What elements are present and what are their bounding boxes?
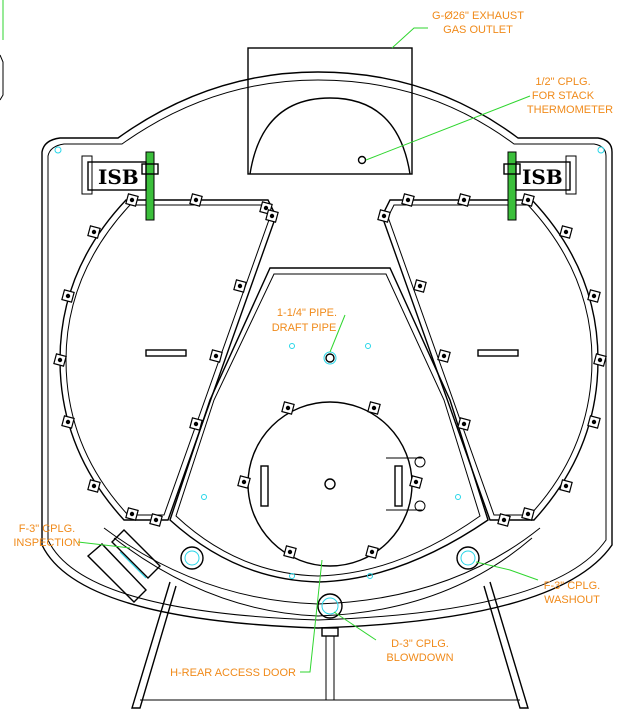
label-exhaust-2: GAS OUTLET <box>443 24 513 36</box>
bolt-hole <box>153 517 159 523</box>
bolt-hole <box>501 517 507 523</box>
bolt-hole <box>193 197 199 203</box>
bolt-hole <box>591 293 597 299</box>
exhaust-outlet <box>247 47 413 175</box>
bolt-hole <box>371 405 377 411</box>
left-flue-pass <box>59 199 277 521</box>
bolt-hole <box>461 197 467 203</box>
stud-holes <box>201 343 461 579</box>
bolt-hole <box>597 357 603 363</box>
bolt-hole <box>381 213 387 219</box>
bolt-hole <box>213 353 219 359</box>
bolt-hole <box>129 511 135 517</box>
bolt-hole <box>591 419 597 425</box>
boiler-shell <box>41 71 613 629</box>
leader-lines <box>77 27 539 673</box>
bolt-lugs <box>53 193 607 559</box>
bolt-hole <box>563 483 569 489</box>
bolt-hole <box>269 213 275 219</box>
label-thermo-2: FOR STACK <box>532 90 595 102</box>
inspection-pipe <box>86 529 161 603</box>
bolt-hole <box>413 479 419 485</box>
bolt-hole <box>65 293 71 299</box>
bolt-hole <box>241 479 247 485</box>
logo-text-right: ISB <box>522 165 563 189</box>
coupling-ports <box>180 546 480 637</box>
bolt-hole <box>57 357 63 363</box>
annotations: G-Ø26" EXHAUST GAS OUTLET 1/2" CPLG. FOR… <box>13 10 613 679</box>
bolt-hole <box>285 405 291 411</box>
bolt-hole <box>525 197 531 203</box>
label-draft-1: 1-1/4" PIPE. <box>277 307 337 319</box>
label-inspection-2: INSPECTION <box>13 537 80 549</box>
bolt-hole <box>91 483 97 489</box>
bolt-hole <box>65 419 71 425</box>
door-hinges <box>141 151 521 221</box>
bolt-hole <box>287 549 293 555</box>
right-flue-pass <box>381 199 599 521</box>
bolt-hole <box>91 229 97 235</box>
isb-logo-right: ISB <box>515 155 577 195</box>
bolt-hole <box>193 421 199 427</box>
label-blowdown-2: BLOWDOWN <box>386 652 453 664</box>
bolt-hole <box>441 353 447 359</box>
label-thermo-3: THERMOMETER <box>527 104 613 116</box>
support-stand <box>131 581 529 709</box>
partial-edge-artifact <box>0 0 4 101</box>
label-inspection-1: F-3" CPLG. <box>19 523 75 535</box>
label-thermo-1: 1/2" CPLG. <box>535 76 590 88</box>
label-washout-2: WASHOUT <box>544 594 600 606</box>
isb-logo-left: ISB <box>81 155 147 195</box>
bolt-hole <box>237 283 243 289</box>
bolt-hole <box>263 205 269 211</box>
bolt-hole <box>417 283 423 289</box>
bolt-hole <box>525 511 531 517</box>
bolt-hole <box>129 197 135 203</box>
bolt-hole <box>563 229 569 235</box>
label-exhaust-1: G-Ø26" EXHAUST <box>432 10 524 22</box>
bolt-hole <box>405 197 411 203</box>
label-blowdown-1: D-3" CPLG. <box>391 638 449 650</box>
label-washout-1: F-3" CPLG. <box>544 580 600 592</box>
bolt-hole <box>369 549 375 555</box>
bolt-hole <box>461 421 467 427</box>
label-rear-access-door: H-REAR ACCESS DOOR <box>170 667 296 679</box>
logo-text-left: ISB <box>98 165 139 189</box>
label-draft-2: DRAFT PIPE <box>272 322 337 334</box>
